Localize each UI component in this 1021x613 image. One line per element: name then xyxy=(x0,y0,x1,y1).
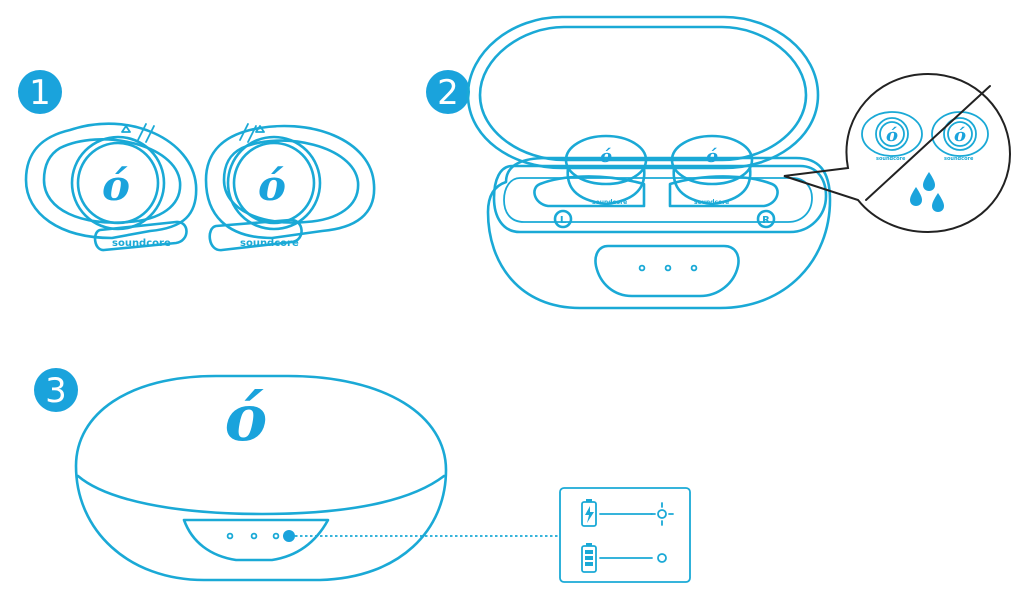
closed-case: ó xyxy=(74,374,448,582)
callout-left-bud-brand: soundcore xyxy=(876,156,906,162)
no-water-callout: ó ó soundcore soundcore xyxy=(783,72,1012,234)
right-earbud: ó soundcore xyxy=(204,123,376,252)
full-battery-icon xyxy=(581,543,597,573)
left-earbud-brand: soundcore xyxy=(112,238,171,249)
left-slot-label: L xyxy=(560,215,567,226)
status-led xyxy=(283,530,295,542)
callout-right-bud-logo: ó xyxy=(954,125,966,146)
case-right-bud-logo: ó xyxy=(706,146,718,167)
right-slot-label: R xyxy=(762,215,770,226)
open-case: ó soundcore ó soundcore L R xyxy=(466,15,832,310)
left-earbud: ó soundcore xyxy=(24,122,198,252)
right-earbud-logo: ó xyxy=(258,161,286,210)
solid-light-icon xyxy=(657,553,667,563)
water-drops-icon xyxy=(910,172,944,212)
right-earbud-brand: soundcore xyxy=(240,238,299,249)
svg-text:2: 2 xyxy=(437,73,459,113)
callout-left-bud-logo: ó xyxy=(886,125,898,146)
case-right-bud-brand: soundcore xyxy=(694,199,729,206)
charging-battery-icon xyxy=(581,499,597,527)
case-left-bud-brand: soundcore xyxy=(592,199,627,206)
case-lid-logo: ó xyxy=(225,381,268,456)
step-2-badge: 2 xyxy=(426,70,470,114)
step-3-badge: 3 xyxy=(34,368,78,412)
callout-right-bud-brand: soundcore xyxy=(944,156,974,162)
svg-text:3: 3 xyxy=(45,371,67,411)
blinking-light-icon xyxy=(650,502,674,526)
svg-text:1: 1 xyxy=(29,73,51,113)
case-left-bud-logo: ó xyxy=(600,146,612,167)
left-earbud-logo: ó xyxy=(102,161,130,210)
step-1-badge: 1 xyxy=(18,70,62,114)
led-status-panel xyxy=(559,487,691,583)
